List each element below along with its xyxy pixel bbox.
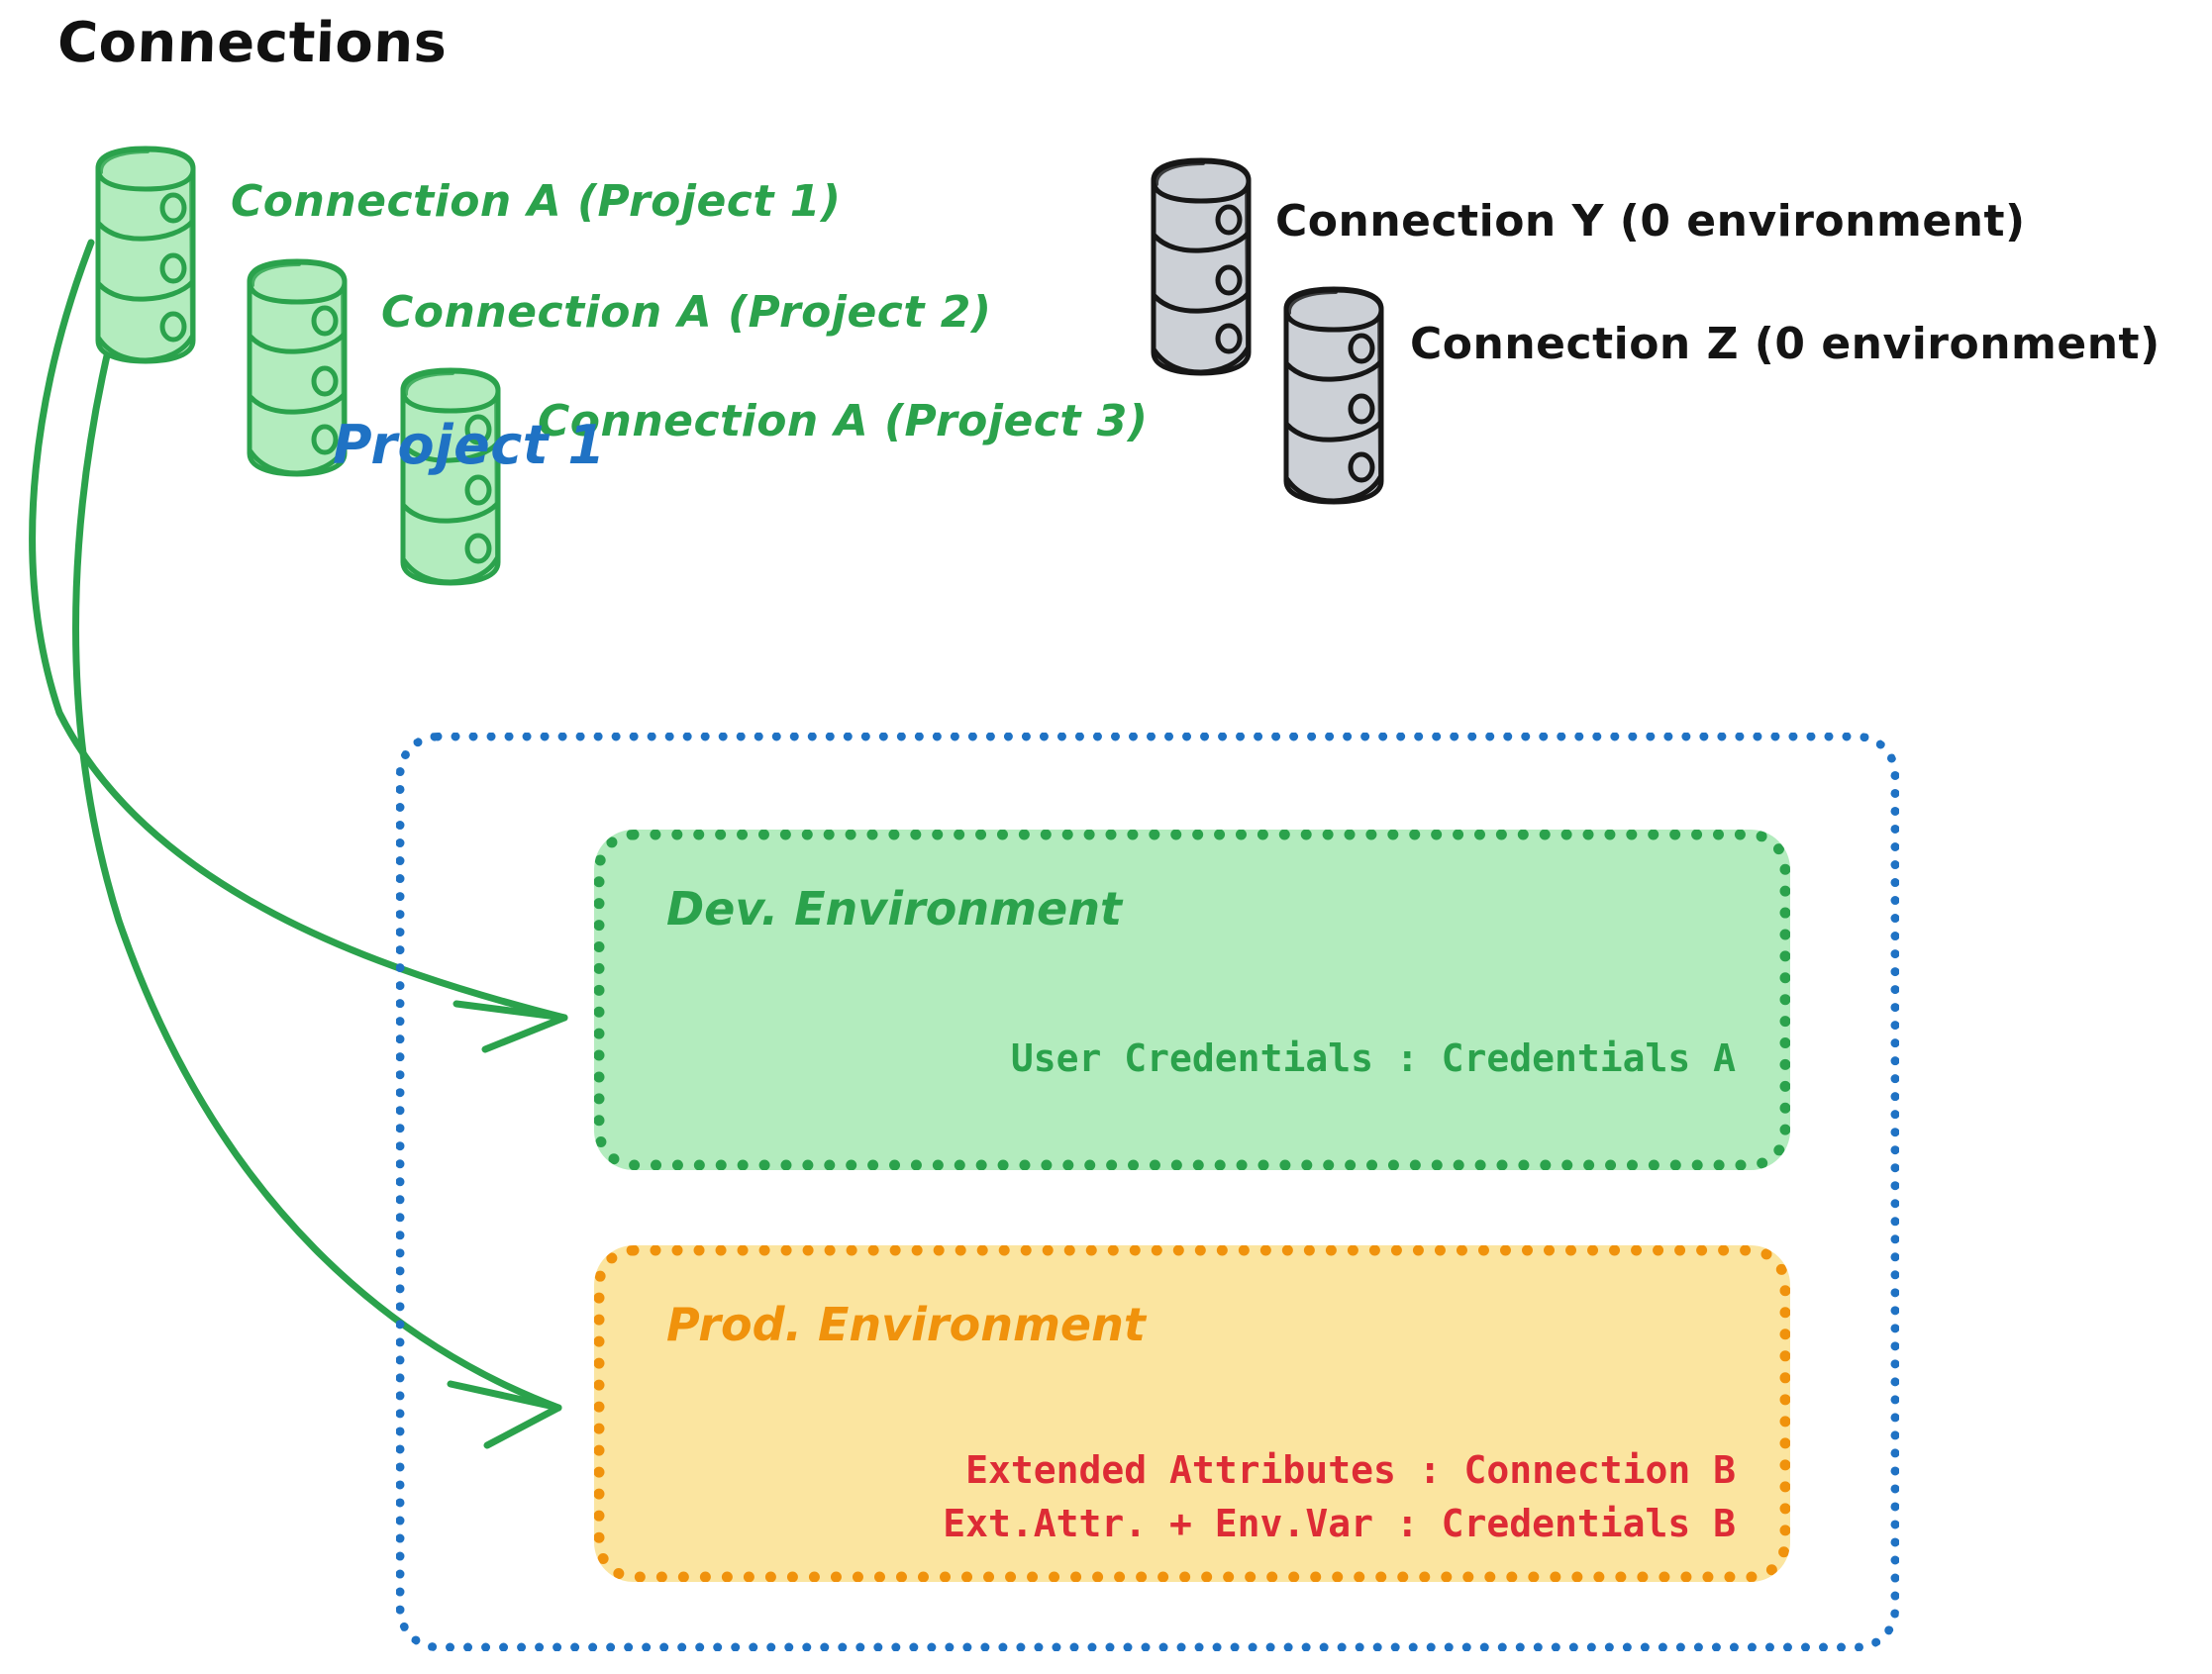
connection-label-conn-y: Connection Y (0 environment) [1275,196,2026,246]
prod-environment-box: Prod. Environment Extended Attributes : … [594,1245,1790,1582]
dev-environment-credentials-line: User Credentials : Credentials A [1010,1036,1736,1080]
database-cylinder-icon-conn-a-project-3 [403,370,498,583]
connection-label-conn-a-project-1: Connection A (Project 1) [231,176,842,227]
prod-environment-env-var-line: Ext.Attr. + Env.Var : Credentials B [943,1502,1736,1545]
page-title: Connections [55,11,449,75]
prod-environment-title: Prod. Environment [666,1298,1146,1351]
database-cylinder-icon-conn-z [1286,289,1381,502]
connection-label-conn-z: Connection Z (0 environment) [1410,319,2161,369]
connection-label-conn-a-project-3: Connection A (Project 3) [538,396,1149,446]
connection-label-conn-a-project-2: Connection A (Project 2) [381,287,992,338]
database-cylinder-icon-conn-a-project-1 [98,148,193,361]
dev-environment-title: Dev. Environment [666,882,1122,935]
prod-environment-extended-attributes-line: Extended Attributes : Connection B [965,1448,1736,1492]
project-title: Project 1 [333,414,606,476]
dev-environment-box: Dev. Environment User Credentials : Cred… [594,830,1790,1170]
database-cylinder-icon-conn-y [1154,160,1249,373]
project-1-container [396,733,1899,1651]
database-cylinder-icon-conn-a-project-2 [250,261,345,474]
